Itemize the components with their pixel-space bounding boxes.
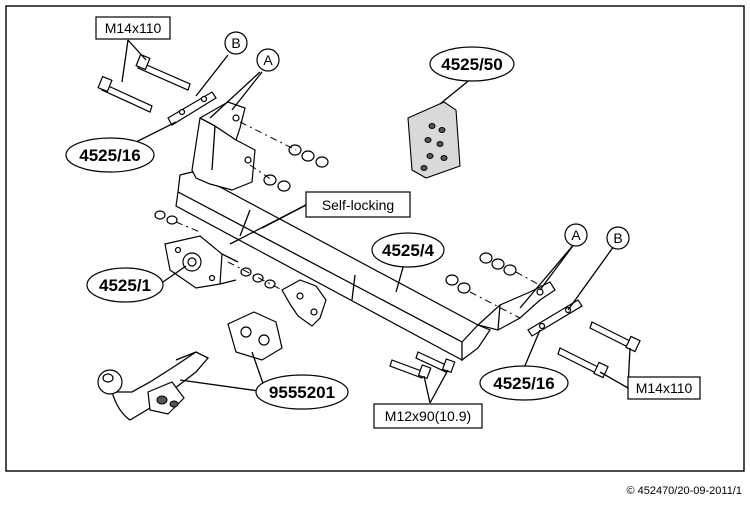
bolt-m14-top-text: M14x110 — [105, 20, 162, 36]
tow-ball-assembly — [97, 311, 283, 421]
copyright-text: © 452470/20-09-2011/1 — [626, 485, 742, 497]
label-bolt-m14-right: M14x110 — [627, 376, 701, 400]
callout-b-right: B — [606, 226, 630, 250]
leader-lines — [109, 39, 631, 404]
callout-b-right-text: B — [613, 230, 622, 246]
callout-a-left: A — [256, 48, 280, 72]
part-4525-16-left-text: 4525/16 — [79, 146, 140, 165]
right-bracket — [476, 281, 556, 331]
left-nuts — [154, 210, 276, 289]
bolt-m12-text: M12x90(10.9) — [385, 408, 471, 424]
part-4525-4-text: 4525/4 — [382, 241, 435, 260]
bolt-m14-right-text: M14x110 — [636, 380, 693, 396]
m12-bolts — [389, 351, 456, 380]
callout-a-left-text: A — [263, 52, 273, 68]
top-nuts — [263, 144, 329, 192]
part-9555201-text: 9555201 — [269, 383, 335, 402]
label-4525-16-left: 4525/16 — [65, 137, 155, 173]
callout-a-right-text: A — [571, 227, 581, 243]
label-4525-50: 4525/50 — [429, 46, 515, 82]
label-4525-4: 4525/4 — [371, 232, 445, 268]
label-self-locking: Self-locking — [305, 191, 411, 218]
top-bolts — [97, 53, 191, 113]
electrical-kit — [407, 101, 461, 179]
part-4525-50-text: 4525/50 — [441, 55, 502, 74]
part-4525-16-right-text: 4525/16 — [493, 374, 554, 393]
label-4525-16-right: 4525/16 — [479, 365, 569, 401]
left-plate — [167, 91, 217, 126]
left-bracket — [191, 101, 256, 191]
callout-a-right: A — [564, 223, 588, 247]
right-nuts — [445, 252, 517, 294]
part-4525-1-text: 4525/1 — [99, 276, 151, 295]
socket-plate — [164, 235, 239, 289]
right-bolts — [557, 321, 641, 379]
callout-b-left-text: B — [231, 35, 240, 51]
center-bracket — [281, 279, 327, 327]
label-bolt-m14-top: M14x110 — [95, 16, 171, 40]
crossbar — [175, 169, 491, 362]
label-bolt-m12: M12x90(10.9) — [373, 403, 483, 429]
right-plate — [527, 299, 583, 337]
self-locking-text: Self-locking — [322, 197, 394, 213]
callout-b-left: B — [224, 31, 248, 55]
diagram-border — [5, 5, 745, 472]
label-4525-1: 4525/1 — [86, 267, 164, 303]
label-9555201: 9555201 — [255, 374, 349, 410]
